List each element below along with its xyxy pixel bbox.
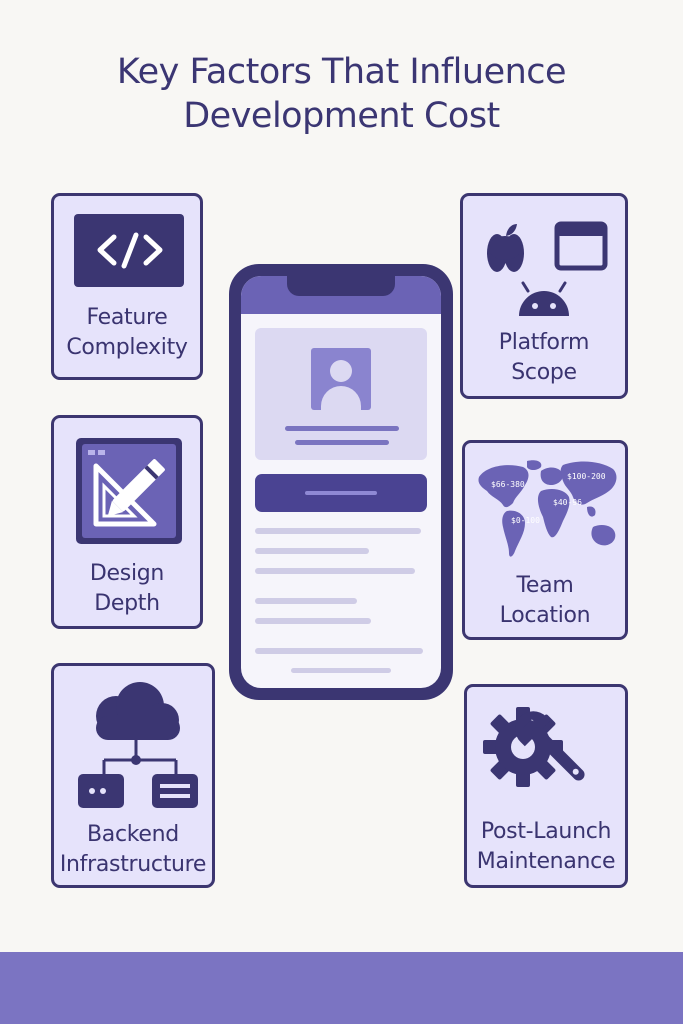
text-line bbox=[255, 598, 357, 604]
text-line bbox=[255, 548, 369, 554]
backend-infrastructure-card: Backend Infrastructure bbox=[51, 663, 215, 888]
backend-infrastructure-label: Backend Infrastructure bbox=[59, 822, 207, 877]
phone-mockup bbox=[229, 264, 453, 700]
text-line bbox=[291, 668, 391, 673]
feature-complexity-card: Feature Complexity bbox=[51, 193, 203, 380]
text-line bbox=[255, 568, 415, 574]
text-line bbox=[255, 648, 423, 654]
platforms-icon bbox=[481, 218, 611, 322]
rate-africa: $40-96 bbox=[553, 498, 582, 507]
post-launch-maintenance-card: Post-Launch Maintenance bbox=[464, 684, 628, 888]
design-pencil-icon bbox=[74, 436, 184, 550]
gear-wrench-icon bbox=[481, 703, 617, 811]
avatar bbox=[311, 348, 371, 410]
post-launch-maintenance-label: Post-Launch Maintenance bbox=[476, 819, 616, 874]
cloud-network-icon bbox=[72, 680, 200, 814]
world-map-icon: $66-380 $100-200 $40-96 $0-100 bbox=[475, 457, 621, 571]
profile-name-line bbox=[285, 426, 399, 431]
platform-scope-label: Platform Scope bbox=[498, 330, 590, 385]
platform-scope-card: Platform Scope bbox=[460, 193, 628, 399]
team-location-label: Team Location bbox=[499, 573, 591, 628]
rate-north-america: $66-380 bbox=[491, 480, 525, 489]
browser-window-icon bbox=[554, 221, 608, 271]
feature-complexity-label: Feature Complexity bbox=[66, 305, 188, 360]
android-icon bbox=[519, 281, 569, 316]
title-line-1: Key Factors That Influence bbox=[116, 52, 567, 92]
phone-screen bbox=[241, 276, 441, 688]
wrench-icon bbox=[515, 711, 585, 781]
page-title: Key Factors That Influence Development C… bbox=[0, 50, 683, 138]
profile-subtitle-line bbox=[295, 440, 389, 445]
rate-south-america: $0-100 bbox=[511, 516, 540, 525]
title-line-2: Development Cost bbox=[183, 96, 500, 136]
team-location-card: $66-380 $100-200 $40-96 $0-100 Team Loca… bbox=[462, 440, 628, 640]
design-depth-label: Design Depth bbox=[89, 561, 165, 616]
rate-asia: $100-200 bbox=[567, 472, 606, 481]
cta-button bbox=[255, 474, 427, 512]
apple-icon bbox=[487, 224, 524, 272]
text-line bbox=[255, 528, 421, 534]
phone-notch bbox=[287, 276, 395, 296]
footer-band bbox=[0, 952, 683, 1024]
code-icon bbox=[74, 214, 184, 291]
profile-card bbox=[255, 328, 427, 460]
text-line bbox=[255, 618, 371, 624]
design-depth-card: Design Depth bbox=[51, 415, 203, 629]
